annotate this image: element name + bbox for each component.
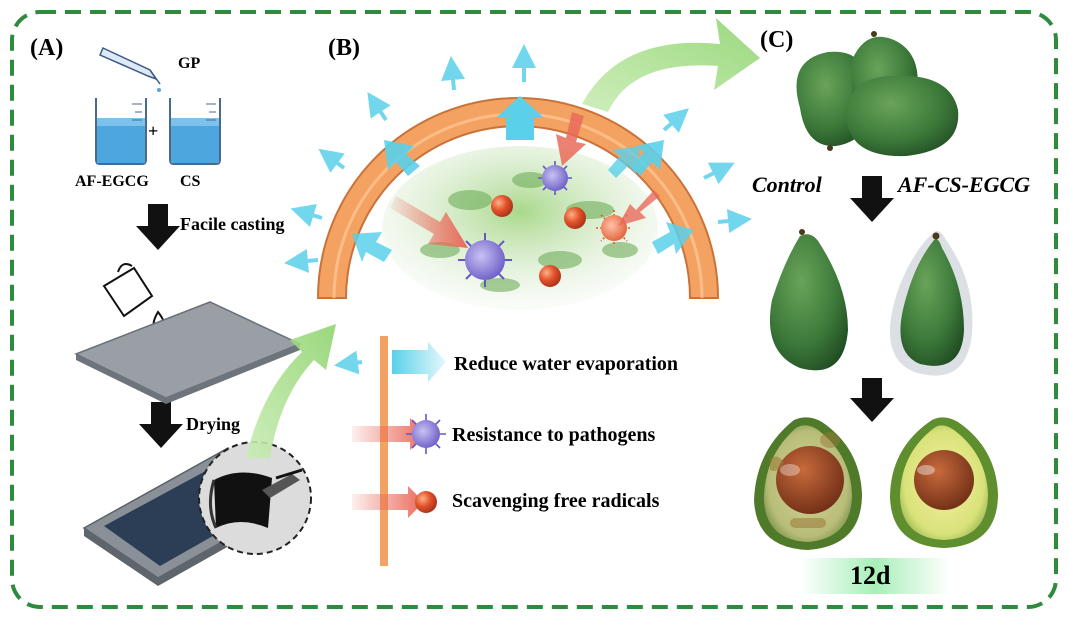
pathogen-small-icon [538,161,572,195]
beaker-cs-icon [169,98,221,165]
water-evaporation-arrows [352,96,694,262]
free-radicals [491,195,586,287]
pipette-icon [99,46,161,92]
control-label: Control [752,172,822,197]
legend-water-arrow-icon [392,342,446,382]
avocado-whole-coated-image [889,231,973,376]
step-drying-label: Drying [186,414,240,434]
arrow-down-c2-icon [850,378,894,422]
treated-label: AF-CS-EGCG [898,172,1031,197]
red-arrow-top-icon [556,112,586,166]
green-arrow-a-to-b-icon [246,324,336,458]
red-arrow-pathogen-icon [390,196,468,248]
duration-label: 12d [850,561,891,590]
beaker-af-egcg-icon [95,98,147,165]
avocado-whole-control-image [769,229,848,371]
panel-label-c: (C) [760,27,794,53]
arrow-down-drying-icon [139,402,183,448]
legend-pathogen-icon [352,414,446,454]
red-arrow-right-icon [618,190,660,226]
plus-sign: + [148,121,159,141]
water-vapor-small-arrows [284,44,752,375]
arrow-down-c1-icon [850,176,894,222]
pouring-cup-icon [102,263,166,332]
step-casting-label: Facile casting [180,214,285,234]
casting-plate [74,301,302,404]
arrow-down-casting-icon [136,204,180,250]
legend-item-pathogens: Resistance to pathogens [452,424,656,446]
reagent-label: GP [178,55,201,72]
dashed-border [10,10,1058,609]
beaker-left-label: AF-EGCG [75,173,149,190]
coating-arch [316,97,720,299]
avocado-half-coated-image [890,417,998,548]
green-arrow-b-to-c-icon [582,18,760,112]
food-tissue-texture [420,172,638,292]
panel-label-a: (A) [30,35,64,61]
legend-item-water: Reduce water evaporation [454,353,679,375]
food-tissue [382,146,658,310]
legend-item-radicals: Scavenging free radicals [452,490,660,512]
film-zoom-circle [198,441,312,555]
panel-label-b: (B) [328,35,360,61]
avocado-cluster-image [796,31,959,157]
beaker-right-label: CS [180,173,201,190]
day-bar [800,558,950,594]
coating-cross-section-bar [380,336,388,566]
pathogen-large-icon [458,233,512,287]
avocado-half-control-image [754,417,862,550]
legend-radical-icon [352,486,437,518]
